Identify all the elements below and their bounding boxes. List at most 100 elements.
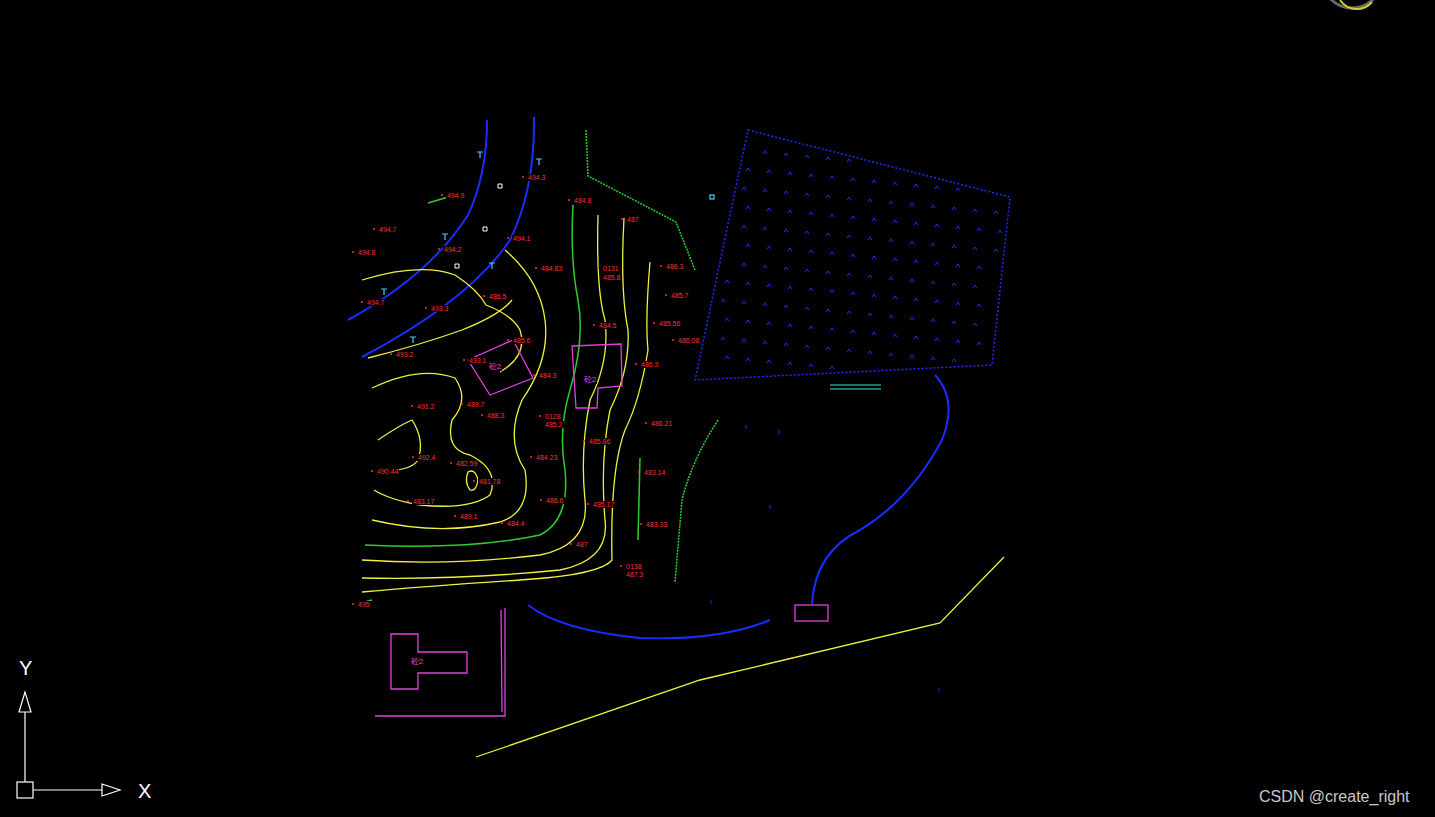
elevation-label: 485.17: [592, 501, 615, 508]
vegetation-mark: [889, 201, 893, 204]
elevation-label: 494.2: [443, 246, 463, 253]
elevation-point: [635, 363, 637, 365]
building-label: 砼2: [488, 363, 502, 371]
vegetation-mark: [956, 302, 960, 305]
road-line: [812, 375, 949, 604]
vegetation-mark: [805, 269, 809, 272]
building-label: 砼2: [583, 376, 597, 384]
status-dial: [1322, 0, 1382, 8]
elevation-label: 494.9: [446, 192, 466, 199]
vegetation-mark: [935, 186, 939, 189]
contour-line: [362, 215, 606, 562]
elevation-label: 485.56: [658, 320, 681, 327]
ucs-icon: [17, 692, 120, 798]
vegetation-mark: [956, 264, 960, 267]
vegetation-mark: [767, 360, 771, 363]
boundary-line: [586, 130, 695, 270]
vegetation-mark: [872, 294, 876, 297]
vegetation-mark: [788, 362, 792, 365]
elevation-point: [425, 307, 427, 309]
vegetation-mark: [746, 320, 750, 323]
vegetation-mark: [956, 340, 960, 343]
elevation-label: 483.17: [412, 498, 435, 505]
elevation-label: 487: [626, 216, 640, 223]
elevation-label: 485.86: [588, 438, 611, 445]
elevation-point: [454, 515, 456, 517]
elevation-point: [522, 176, 524, 178]
elevation-label: 494.3: [527, 174, 547, 181]
elevation-point: [481, 414, 483, 416]
vegetation-marks: [721, 151, 1002, 369]
vegetation-mark: [935, 224, 939, 227]
elevation-point: [583, 440, 585, 442]
elevation-label: 483.33: [645, 521, 668, 528]
vegetation-mark: [763, 303, 767, 306]
building-group: [375, 340, 828, 716]
elevation-label: 486.3: [640, 361, 660, 368]
axis-label: Y: [18, 658, 33, 678]
elevation-point: [653, 322, 655, 324]
vegetation-mark: [742, 339, 746, 342]
elevation-label: 486.6: [545, 497, 565, 504]
vegetation-mark: [851, 254, 855, 257]
vegetation-mark: [956, 226, 960, 229]
elevation-label: 485.6: [512, 337, 532, 344]
elevation-point: [620, 565, 622, 567]
vegetation-mark: [826, 157, 830, 160]
vegetation-mark: [788, 172, 792, 175]
vegetation-mark: [847, 349, 851, 352]
elevation-point: [438, 248, 440, 250]
vegetation-mark: [851, 330, 855, 333]
elevation-point: [371, 470, 373, 472]
vegetation-mark: [910, 355, 914, 358]
vegetation-mark: [973, 285, 977, 288]
contour-line: [362, 262, 650, 592]
vegetation-mark: [952, 359, 956, 362]
vegetation-mark: [763, 341, 767, 344]
vegetation-mark: [847, 311, 851, 314]
road-edge: [476, 557, 1004, 757]
building-outline: [572, 344, 622, 408]
elevation-label: 0128: [544, 413, 562, 420]
vegetation-mark: [826, 309, 830, 312]
elevation-point: [352, 251, 354, 253]
vegetation-mark: [910, 241, 914, 244]
elevation-point: [533, 374, 535, 376]
vegetation-mark: [767, 246, 771, 249]
elevation-point: [352, 603, 354, 605]
elevation-point: [361, 301, 363, 303]
vegetation-mark: [872, 332, 876, 335]
vegetation-mark: [784, 343, 788, 346]
vegetation-mark: [893, 258, 897, 261]
point-symbol: [711, 425, 939, 692]
elevation-label: 484.83: [540, 265, 563, 272]
elevation-label: 484.3: [538, 372, 558, 379]
elevation-point: [665, 294, 667, 296]
vegetation-mark: [910, 317, 914, 320]
vegetation-mark: [830, 328, 834, 331]
vegetation-mark: [872, 180, 876, 183]
elevation-label: 484.23: [535, 454, 558, 461]
elevation-point: [507, 339, 509, 341]
vegetation-mark: [784, 229, 788, 232]
elevation-label: 486.08: [677, 337, 700, 344]
vegetation-mark: [931, 319, 935, 322]
elevation-point: [411, 405, 413, 407]
vegetation-mark: [914, 260, 918, 263]
vegetation-mark: [805, 193, 809, 196]
vegetation-mark: [742, 301, 746, 304]
vegetation-mark: [742, 225, 746, 228]
elevation-label: 481.78: [478, 478, 501, 485]
vegetation-mark: [746, 244, 750, 247]
elevation-label: 485.8: [602, 274, 622, 281]
elevation-label: 493.3: [430, 305, 450, 312]
vegetation-mark: [977, 266, 981, 269]
elevation-point: [645, 422, 647, 424]
vegetation-mark: [809, 250, 813, 253]
vegetation-mark: [914, 222, 918, 225]
vegetation-mark: [721, 337, 725, 340]
vegetation-mark: [893, 220, 897, 223]
ucs-axes: [19, 692, 120, 796]
vegetation-mark: [868, 237, 872, 240]
